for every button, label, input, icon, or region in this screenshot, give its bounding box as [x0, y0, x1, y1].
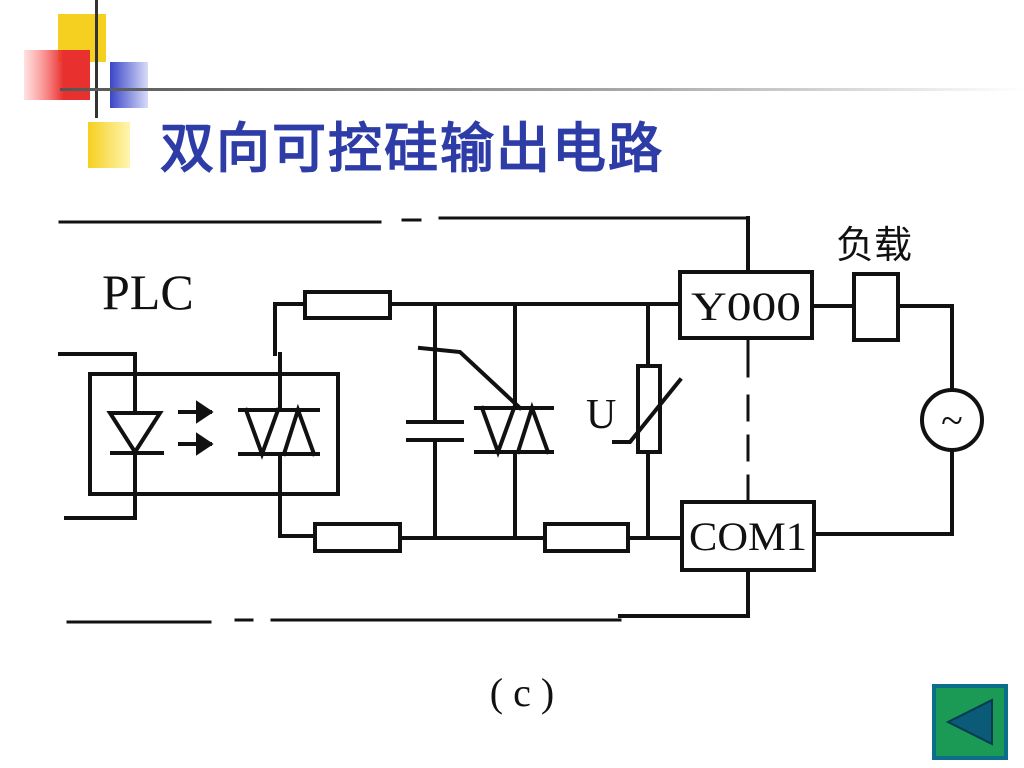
- plc-input-lead-bottom: [64, 492, 137, 520]
- back-arrow-icon: [932, 684, 1008, 760]
- capacitor-symbol: [406, 302, 464, 540]
- deco-horizontal-line: [60, 88, 1024, 91]
- bottom-bus: [278, 534, 684, 540]
- corner-decoration: [24, 0, 1024, 168]
- figure-caption: ( c ): [490, 670, 554, 715]
- resistor-top: [303, 290, 392, 320]
- varistor-symbol: [612, 302, 683, 540]
- com1-to-source: [812, 448, 954, 536]
- deco-yellow-square-small: [88, 122, 130, 168]
- y000-label: Y000: [691, 284, 801, 329]
- main-triac-symbol: [417, 302, 554, 540]
- load-to-source: [896, 304, 954, 392]
- optocoupler-box: [88, 372, 340, 496]
- back-button[interactable]: [930, 682, 1010, 762]
- resistor-bottom-right: [543, 522, 630, 553]
- light-arrows: [178, 400, 214, 456]
- ac-source-symbol: [920, 388, 984, 452]
- deco-red-square: [24, 50, 90, 100]
- com1-bottom-lead: [618, 568, 750, 618]
- load-label: 负载: [836, 223, 912, 267]
- opto-triac-symbol: [238, 352, 320, 538]
- ac-source-label: ~: [941, 398, 963, 443]
- slide-title: 双向可控硅输出电路: [160, 117, 664, 180]
- plc-label: PLC: [102, 264, 194, 320]
- top-boundary-line: [58, 216, 750, 224]
- deco-blue-square: [110, 62, 148, 108]
- plc-input-lead-top: [58, 352, 137, 378]
- deco-vertical-line: [95, 0, 98, 118]
- led-symbol: [106, 374, 164, 496]
- bottom-boundary-line: [66, 618, 622, 624]
- com1-label: COM1: [689, 514, 807, 559]
- resistor-bottom-left: [313, 522, 402, 553]
- varistor-label: U: [586, 392, 616, 438]
